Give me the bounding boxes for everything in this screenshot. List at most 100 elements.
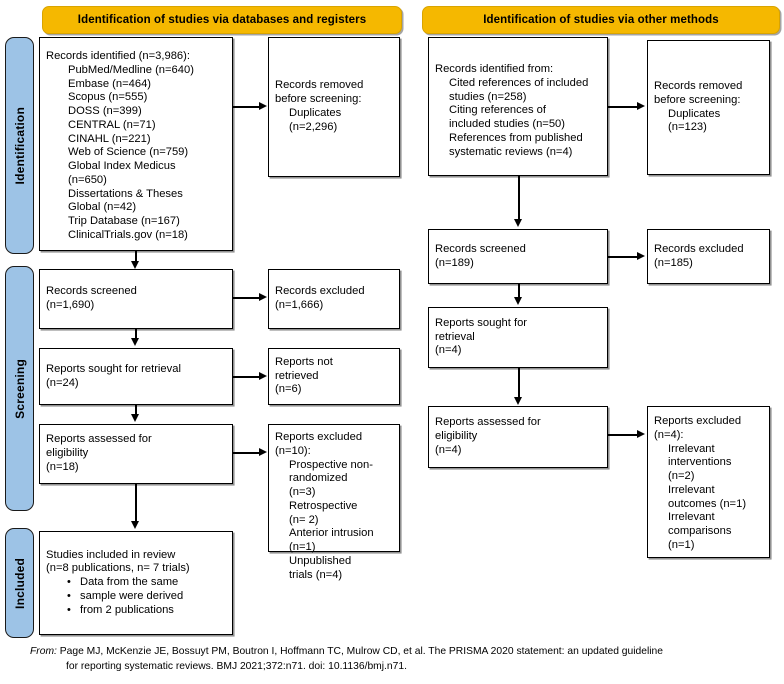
arrowhead-sought-to-assessed: [131, 414, 139, 422]
box-reports-assessed-left: Reports assessed for eligibility (n=18): [39, 424, 233, 484]
arrowhead-identified-to-removed: [259, 102, 267, 110]
citation: From: Page MJ, McKenzie JE, Bossuyt PM, …: [30, 645, 770, 674]
exclusion-reason-prospective: Prospective non-: [289, 458, 373, 471]
box-reports-not-retrieved: Reports not retrieved (n=6): [268, 348, 400, 405]
source-cinahl: CINAHL (n=221): [68, 132, 151, 145]
arrowhead-screened-right-to-excluded: [637, 252, 645, 260]
reports-assessed-right-line2: eligibility: [435, 430, 478, 443]
reports-excluded-line1: Reports excluded: [275, 431, 363, 443]
reports-sought-line1: Reports sought for retrieval: [46, 362, 181, 375]
exclusion-right-irrelevant-2: Irrelevant: [668, 483, 715, 496]
source-global-index-medicus: Global Index Medicus: [68, 160, 176, 173]
reports-sought-right-line3: (n=4): [435, 344, 462, 357]
reports-sought-line2: (n=24): [46, 376, 79, 389]
records-removed-line2: before screening:: [275, 93, 362, 106]
exclusion-reason-unpublished-count: trials (n=4): [289, 568, 343, 581]
citation-line2: for reporting systematic reviews. BMJ 20…: [66, 660, 407, 672]
records-removed-right-duplicates: Duplicates: [668, 107, 721, 120]
citation-label: From:: [30, 646, 57, 657]
source-scopus: Scopus (n=555): [68, 91, 148, 104]
records-removed-right-count: (n=123): [668, 121, 707, 134]
reports-excluded-line2: (n=10):: [275, 444, 311, 457]
box-records-screened-right: Records screened (n=189): [428, 229, 608, 284]
source-cited-references: Cited references of included: [449, 76, 589, 89]
connector-identified-from-to-removed: [608, 106, 638, 108]
source-trip-database: Trip Database (n=167): [68, 215, 180, 228]
box-records-removed-right: Records removed before screening: Duplic…: [647, 40, 770, 175]
box-records-screened-left: Records screened (n=1,690): [39, 269, 233, 329]
connector-screened-to-excluded: [233, 297, 260, 299]
records-removed-count: (n=2,296): [289, 120, 338, 133]
connector-assessed-to-excluded: [233, 452, 260, 454]
box-reports-sought-left: Reports sought for retrieval (n=24): [39, 348, 233, 405]
records-screened-right-line2: (n=189): [435, 256, 474, 269]
exclusion-right-irrelevant-3: Irrelevant: [668, 511, 715, 524]
reports-excluded-right-line2: (n=4):: [654, 428, 684, 441]
stage-pill-included-label: Included: [12, 557, 27, 609]
records-screened-line1: Records screened: [46, 285, 137, 298]
stage-pill-screening-label: Screening: [12, 358, 27, 419]
studies-included-bullet-1c: from 2 publications: [67, 604, 226, 618]
arrowhead-sought-to-not-retrieved: [259, 372, 267, 380]
reports-not-retrieved-line3: (n=6): [275, 383, 302, 396]
source-published-reviews: References from published: [449, 131, 583, 144]
source-central: CENTRAL (n=71): [68, 118, 156, 131]
arrowhead-screened-to-excluded: [259, 293, 267, 301]
records-identified-title: Records identified (n=3,986):: [46, 50, 190, 62]
box-reports-excluded-left: Reports excluded (n=10): Prospective non…: [268, 424, 400, 581]
reports-not-retrieved-line2: retrieved: [275, 369, 319, 382]
box-records-excluded-left: Records excluded (n=1,666): [268, 269, 400, 329]
arrowhead-screened-to-sought: [131, 338, 139, 346]
source-cited-references-count: studies (n=258): [449, 90, 527, 103]
connector-assessed-right-to-excluded: [608, 434, 638, 436]
exclusion-right-outcomes: outcomes (n=1): [668, 497, 747, 510]
exclusion-right-interventions-count: (n=2): [668, 470, 695, 483]
exclusion-reason-anterior-intrusion-count: (n=1): [289, 541, 316, 554]
header-other-methods-label: Identification of studies via other meth…: [483, 13, 719, 26]
exclusion-reason-retrospective-count: (n= 2): [289, 513, 319, 526]
reports-excluded-right-line1: Reports excluded: [654, 415, 742, 427]
records-screened-line2: (n=1,690): [46, 299, 95, 311]
source-published-reviews-count: systematic reviews (n=4): [449, 145, 573, 158]
records-removed-line1: Records removed: [275, 79, 364, 92]
reports-assessed-line2: eligibility: [46, 447, 89, 460]
studies-included-bullets: Data from the same sample were derived f…: [46, 576, 226, 617]
records-excluded-line1: Records excluded: [275, 285, 365, 298]
source-doss: DOSS (n=399): [68, 105, 142, 118]
box-records-identified: Records identified (n=3,986): PubMed/Med…: [39, 37, 233, 251]
exclusion-right-irrelevant-1: Irrelevant: [668, 442, 715, 455]
arrowhead-assessed-right-to-excluded: [637, 430, 645, 438]
source-dissertations-theses-count: Global (n=42): [68, 201, 137, 214]
stage-pill-included: Included: [5, 528, 34, 638]
header-databases-registers: Identification of studies via databases …: [42, 6, 402, 34]
reports-sought-right-line1: Reports sought for: [435, 316, 528, 329]
stage-pill-identification-label: Identification: [12, 106, 27, 185]
exclusion-reason-prospective-count: (n=3): [289, 486, 316, 499]
arrowhead-sought-right-to-assessed: [514, 397, 522, 405]
arrowhead-identified-from-to-screened: [514, 219, 522, 227]
reports-assessed-line1: Reports assessed for: [46, 433, 152, 446]
connector-identified-to-removed: [233, 106, 260, 108]
studies-included-line1: Studies included in review: [46, 548, 176, 561]
records-removed-right-line2: before screening:: [654, 93, 741, 106]
exclusion-reason-randomized: randomized: [289, 472, 348, 485]
header-other-methods: Identification of studies via other meth…: [422, 6, 780, 34]
reports-not-retrieved-line1: Reports not: [275, 355, 333, 368]
connector-sought-right-to-assessed: [518, 368, 520, 398]
exclusion-right-interventions: interventions: [668, 456, 732, 469]
arrowhead-identified-from-to-removed: [637, 102, 645, 110]
arrowhead-assessed-to-excluded: [259, 448, 267, 456]
source-clinicaltrials-gov: ClinicalTrials.gov (n=18): [68, 228, 188, 241]
exclusion-reason-retrospective: Retrospective: [289, 499, 358, 512]
stage-pill-screening: Screening: [5, 266, 34, 511]
studies-included-bullet-1: Data from the same: [67, 576, 226, 590]
studies-included-bullet-1b: sample were derived: [67, 590, 226, 604]
records-removed-duplicates: Duplicates: [289, 107, 342, 119]
box-records-excluded-right: Records excluded (n=185): [647, 229, 770, 284]
records-removed-right-line1: Records removed: [654, 79, 743, 92]
source-web-of-science: Web of Science (n=759): [68, 146, 189, 159]
connector-assessed-to-included: [135, 484, 137, 522]
studies-included-line2: (n=8 publications, n= 7 trials): [46, 562, 190, 575]
arrowhead-assessed-to-included: [131, 521, 139, 529]
